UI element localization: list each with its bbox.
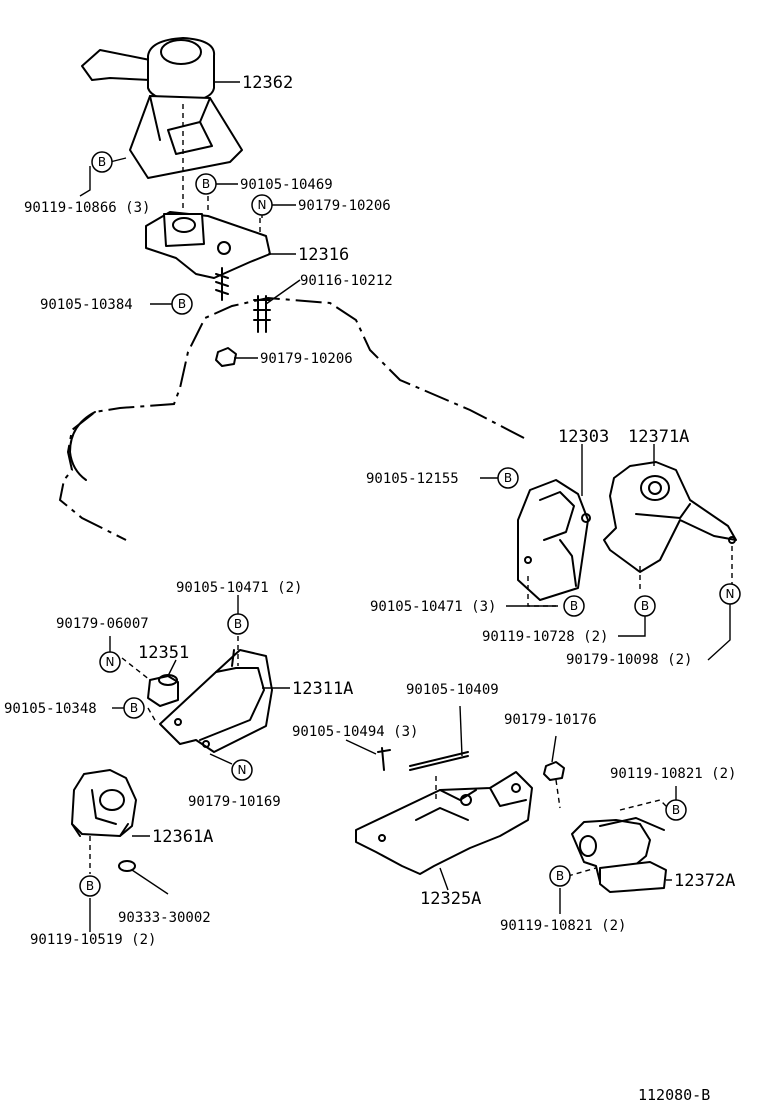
svg-text:B: B bbox=[570, 599, 578, 613]
label-12325A: 12325A bbox=[420, 889, 481, 909]
nut-symbol-4: N bbox=[231, 759, 253, 781]
bolt-symbol-8: B bbox=[123, 697, 145, 719]
mount-12371A-drawing bbox=[603, 461, 737, 573]
label-12311A: 12311A bbox=[292, 679, 353, 699]
figure-code: 112080-B bbox=[638, 1086, 710, 1104]
bolt-symbol-7: B bbox=[227, 613, 249, 635]
nut-symbol-1: N bbox=[251, 194, 273, 216]
label-12316: 12316 bbox=[298, 245, 349, 265]
label-90105-10471-3: 90105-10471 (3) bbox=[370, 599, 496, 615]
label-12372A: 12372A bbox=[674, 871, 735, 891]
bracket-12316-drawing bbox=[145, 211, 271, 367]
mount-12362-drawing bbox=[81, 37, 243, 179]
svg-text:B: B bbox=[178, 297, 186, 311]
svg-text:B: B bbox=[556, 869, 564, 883]
nut-symbol-3: N bbox=[99, 651, 121, 673]
bolt-symbol-3: B bbox=[171, 293, 193, 315]
label-90119-10821-b: 90119-10821 (2) bbox=[500, 918, 626, 934]
label-90105-10409: 90105-10409 bbox=[406, 682, 499, 698]
mount-12372A-drawing bbox=[571, 817, 667, 893]
label-90179-10098: 90179-10098 (2) bbox=[566, 652, 692, 668]
part-labels: 12362 90119-10866 (3) 90105-10469 90179-… bbox=[4, 73, 736, 1104]
svg-text:B: B bbox=[130, 701, 138, 715]
bracket-12325A-drawing bbox=[355, 747, 565, 875]
bolt-symbol-9: B bbox=[665, 799, 687, 821]
bolt-symbol-11: B bbox=[549, 865, 571, 887]
label-12362: 12362 bbox=[242, 73, 293, 93]
label-90119-10728: 90119-10728 (2) bbox=[482, 629, 608, 645]
label-12351: 12351 bbox=[138, 643, 189, 663]
svg-text:B: B bbox=[202, 177, 210, 191]
svg-text:B: B bbox=[86, 879, 94, 893]
bolt-symbol-5: B bbox=[563, 595, 585, 617]
svg-text:B: B bbox=[234, 617, 242, 631]
bolt-symbol-6: B bbox=[634, 595, 656, 617]
svg-text:N: N bbox=[258, 198, 267, 212]
leader-lines bbox=[79, 81, 731, 932]
label-90179-10176: 90179-10176 bbox=[504, 712, 597, 728]
engine-outline bbox=[58, 296, 525, 541]
bolt-symbol-4: B bbox=[497, 467, 519, 489]
label-90119-10519: 90119-10519 (2) bbox=[30, 932, 156, 948]
svg-text:N: N bbox=[726, 587, 735, 601]
label-90116-10212: 90116-10212 bbox=[300, 273, 393, 289]
svg-text:B: B bbox=[504, 471, 512, 485]
label-90179-10169: 90179-10169 bbox=[188, 794, 281, 810]
svg-text:N: N bbox=[106, 655, 115, 669]
label-90105-10348: 90105-10348 bbox=[4, 701, 97, 717]
svg-text:N: N bbox=[238, 763, 247, 777]
label-90119-10821-a: 90119-10821 (2) bbox=[610, 766, 736, 782]
bolt-symbol-10: B bbox=[79, 875, 101, 897]
label-90333-30002: 90333-30002 bbox=[118, 910, 211, 926]
label-90105-12155: 90105-12155 bbox=[366, 471, 459, 487]
nut-symbol-2: N bbox=[719, 583, 741, 605]
label-12371A: 12371A bbox=[628, 427, 689, 447]
svg-text:B: B bbox=[98, 155, 106, 169]
label-90105-10471-2: 90105-10471 (2) bbox=[176, 580, 302, 596]
bushing-12351-drawing bbox=[147, 674, 179, 707]
bracket-12303-drawing bbox=[517, 479, 591, 601]
label-90105-10384: 90105-10384 bbox=[40, 297, 133, 313]
label-90179-10206-a: 90179-10206 bbox=[298, 198, 391, 214]
mount-12361A-drawing bbox=[71, 769, 137, 872]
bracket-12311A-drawing bbox=[159, 649, 273, 753]
label-12303: 12303 bbox=[558, 427, 609, 447]
svg-text:B: B bbox=[672, 803, 680, 817]
label-12361A: 12361A bbox=[152, 827, 213, 847]
label-90105-10469: 90105-10469 bbox=[240, 177, 333, 193]
label-90119-10866: 90119-10866 (3) bbox=[24, 200, 150, 216]
label-90105-10494: 90105-10494 (3) bbox=[292, 724, 418, 740]
svg-text:B: B bbox=[641, 599, 649, 613]
label-90179-06007: 90179-06007 bbox=[56, 616, 149, 632]
bolt-symbol-2: B bbox=[195, 173, 217, 195]
bolt-symbol-1: B bbox=[91, 151, 113, 173]
label-90179-10206-b: 90179-10206 bbox=[260, 351, 353, 367]
